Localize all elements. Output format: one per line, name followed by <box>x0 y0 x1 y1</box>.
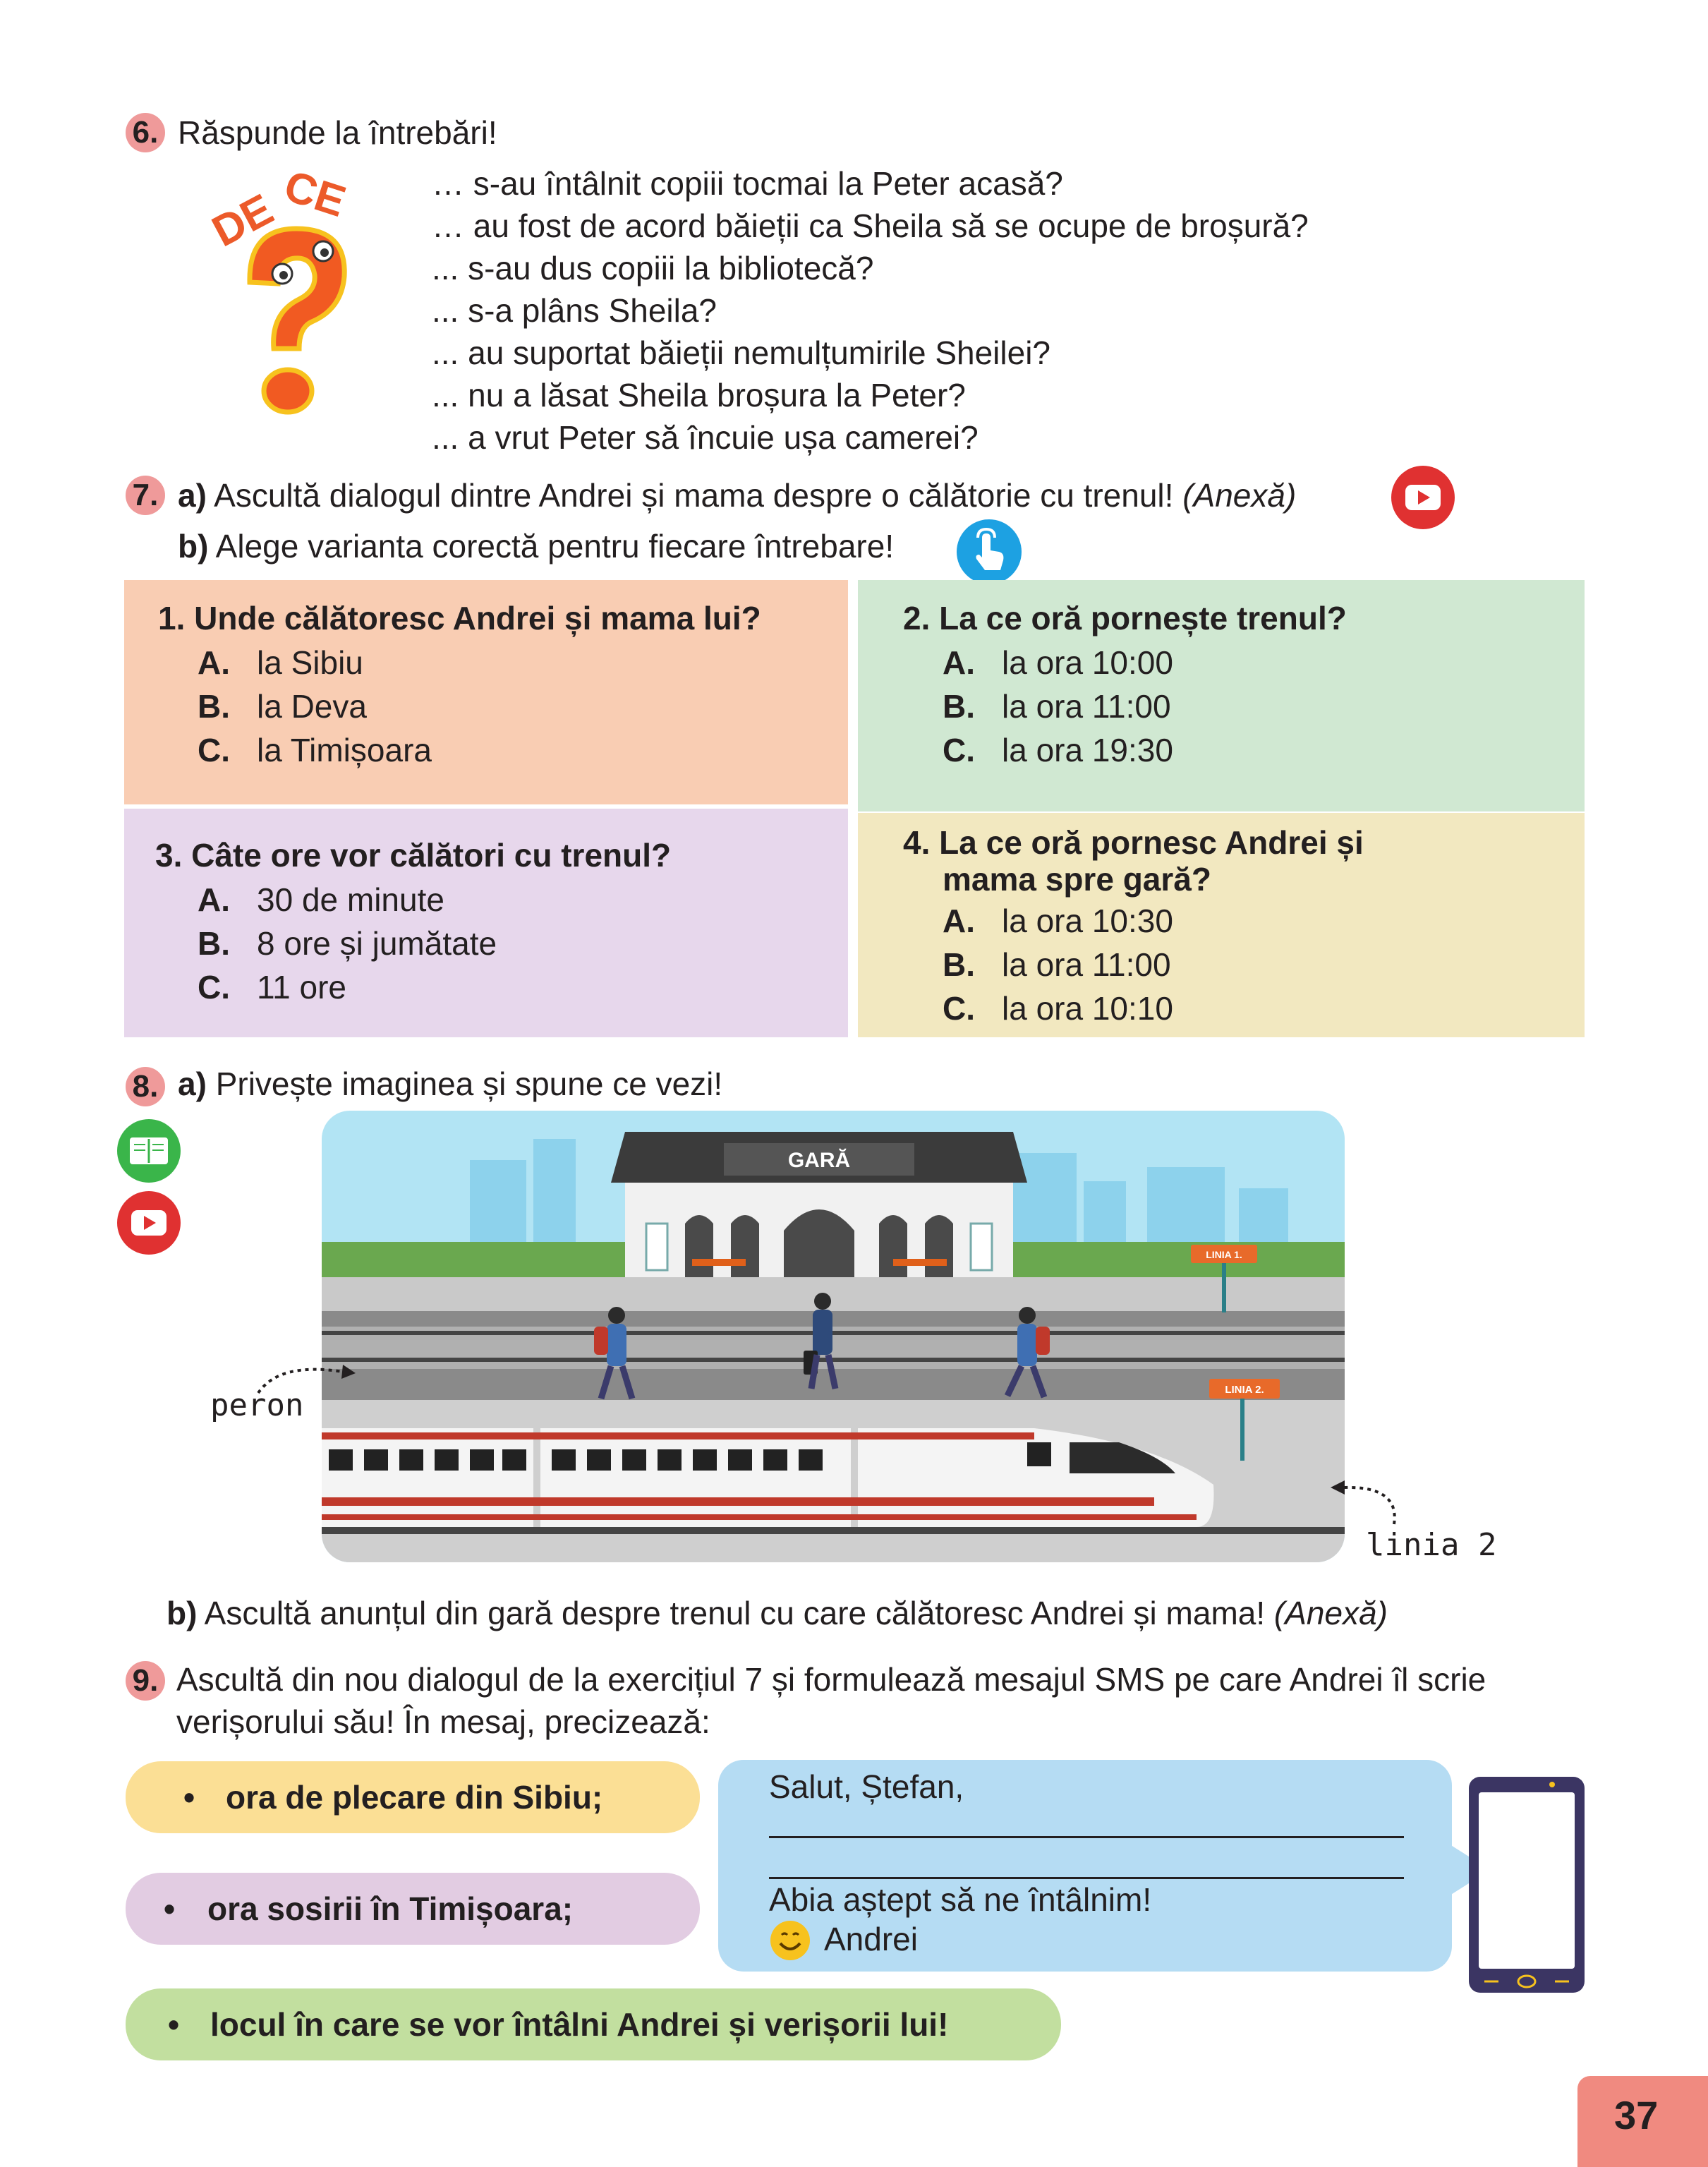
question-line: ... s-au dus copiii la bibliotecă? <box>432 250 874 286</box>
exercise-number-9: 9. <box>126 1661 165 1701</box>
exercise-6-title: Răspunde la întrebări! <box>178 114 497 151</box>
question-line: ... s-a plâns Sheila? <box>432 292 717 329</box>
requirement-pill: • ora sosirii în Timișoara; <box>126 1873 700 1945</box>
smiley-emoji-icon <box>769 1919 811 1962</box>
peron-label: peron <box>210 1387 304 1423</box>
exercise-6-questions: … s-au întâlnit copiii tocmai la Peter a… <box>432 162 1309 459</box>
exercise-7b-instruction: b) Alege varianta corectă pentru fiecare… <box>178 528 895 565</box>
track-sign-1: LINIA 1. <box>1206 1249 1242 1260</box>
question-line: ... au suportat băieții nemulțumirile Sh… <box>432 334 1051 371</box>
traveler-figure <box>804 1293 839 1389</box>
answer-option[interactable]: A.30 de minute <box>198 881 444 918</box>
answer-option[interactable]: B.8 ore și jumătate <box>198 925 497 962</box>
high-speed-train <box>322 1428 1214 1527</box>
arrow-icon <box>1326 1472 1411 1532</box>
de-ce-question-illustration: DE CE ? <box>205 162 368 432</box>
page-number: 37 <box>1614 2093 1659 2137</box>
question-line: … s-au întâlnit copiii tocmai la Peter a… <box>432 165 1063 202</box>
arrow-icon <box>251 1358 357 1404</box>
exercise-8a-instruction: a) Privește imaginea și spune ce vezi! <box>178 1066 723 1102</box>
question-line: ... a vrut Peter să încuie ușa camerei? <box>432 419 979 456</box>
linia-2-label: linia 2 <box>1366 1527 1497 1563</box>
sms-greeting: Salut, Ștefan, <box>769 1768 964 1805</box>
book-icon[interactable] <box>117 1119 181 1183</box>
answer-option[interactable]: A.la ora 10:30 <box>943 903 1173 939</box>
question-text: 1. Unde călătoresc Andrei și mama lui? <box>158 600 761 636</box>
answer-line[interactable] <box>769 1836 1404 1838</box>
answer-option[interactable]: B.la ora 11:00 <box>943 946 1171 983</box>
question-text: 4. La ce oră pornesc Andrei și <box>903 824 1364 861</box>
train-station-illustration: GARĂ LINIA 1. LINIA 2. <box>322 1111 1345 1562</box>
track-sign-2: LINIA 2. <box>1225 1384 1264 1396</box>
youtube-play-icon[interactable] <box>1391 466 1455 529</box>
sms-message-bubble: Salut, Ștefan, Abia aștept să ne întâlni… <box>718 1760 1452 1972</box>
answer-line[interactable] <box>769 1877 1404 1879</box>
sms-closing: Abia aștept să ne întâlnim! <box>769 1881 1152 1918</box>
exercise-8b-instruction: b) Ascultă anunțul din gară despre trenu… <box>166 1595 1388 1631</box>
answer-option[interactable]: A.la Sibiu <box>198 644 363 681</box>
sms-signature: Andrei <box>824 1921 918 1957</box>
station-sign: GARĂ <box>788 1148 850 1172</box>
question-line: … au fost de acord băieții ca Sheila să … <box>432 207 1309 244</box>
touch-hand-icon[interactable] <box>957 519 1022 584</box>
ce-word: CE <box>279 164 351 227</box>
question-box-4: 4. La ce oră pornesc Andrei și mama spre… <box>858 813 1585 1037</box>
requirement-pill: • ora de plecare din Sibiu; <box>126 1761 700 1833</box>
answer-option[interactable]: C.la Timișoara <box>198 732 432 768</box>
answer-option[interactable]: B.la Deva <box>198 688 367 725</box>
page-number-tab: 37 <box>1577 2076 1708 2167</box>
exercise-9-instruction-continued: verișorului său! În mesaj, precizează: <box>176 1703 710 1740</box>
youtube-play-icon[interactable] <box>117 1191 181 1255</box>
question-box-3: 3. Câte ore vor călători cu trenul? A.30… <box>124 809 848 1037</box>
exercise-9-instruction: Ascultă din nou dialogul de la exercițiu… <box>176 1661 1486 1698</box>
exercise-number-7: 7. <box>126 476 165 515</box>
question-text: 3. Câte ore vor călători cu trenul? <box>155 837 672 874</box>
traveler-figure <box>594 1307 636 1400</box>
answer-option[interactable]: B.la ora 11:00 <box>943 688 1171 725</box>
answer-option[interactable]: C.11 ore <box>198 969 347 1006</box>
requirement-pill: • locul în care se vor întâlni Andrei și… <box>126 1988 1061 2060</box>
question-text: 2. La ce oră pornește trenul? <box>903 600 1347 636</box>
question-box-2: 2. La ce oră pornește trenul? A.la ora 1… <box>858 580 1585 811</box>
exercise-7a-instruction: a) Ascultă dialogul dintre Andrei și mam… <box>178 477 1297 514</box>
answer-option[interactable]: C.la ora 10:10 <box>943 990 1173 1027</box>
exercise-number-6: 6. <box>126 113 165 152</box>
question-line: ... nu a lăsat Sheila broșura la Peter? <box>432 377 966 414</box>
answer-option[interactable]: A.la ora 10:00 <box>943 644 1173 681</box>
phone-icon <box>1467 1775 1586 1994</box>
answer-option[interactable]: C.la ora 19:30 <box>943 732 1173 768</box>
traveler-figure <box>1004 1307 1050 1399</box>
question-box-1: 1. Unde călătoresc Andrei și mama lui? A… <box>124 580 848 804</box>
question-text-continued: mama spre gară? <box>943 861 1211 898</box>
exercise-number-8: 8. <box>126 1067 165 1106</box>
